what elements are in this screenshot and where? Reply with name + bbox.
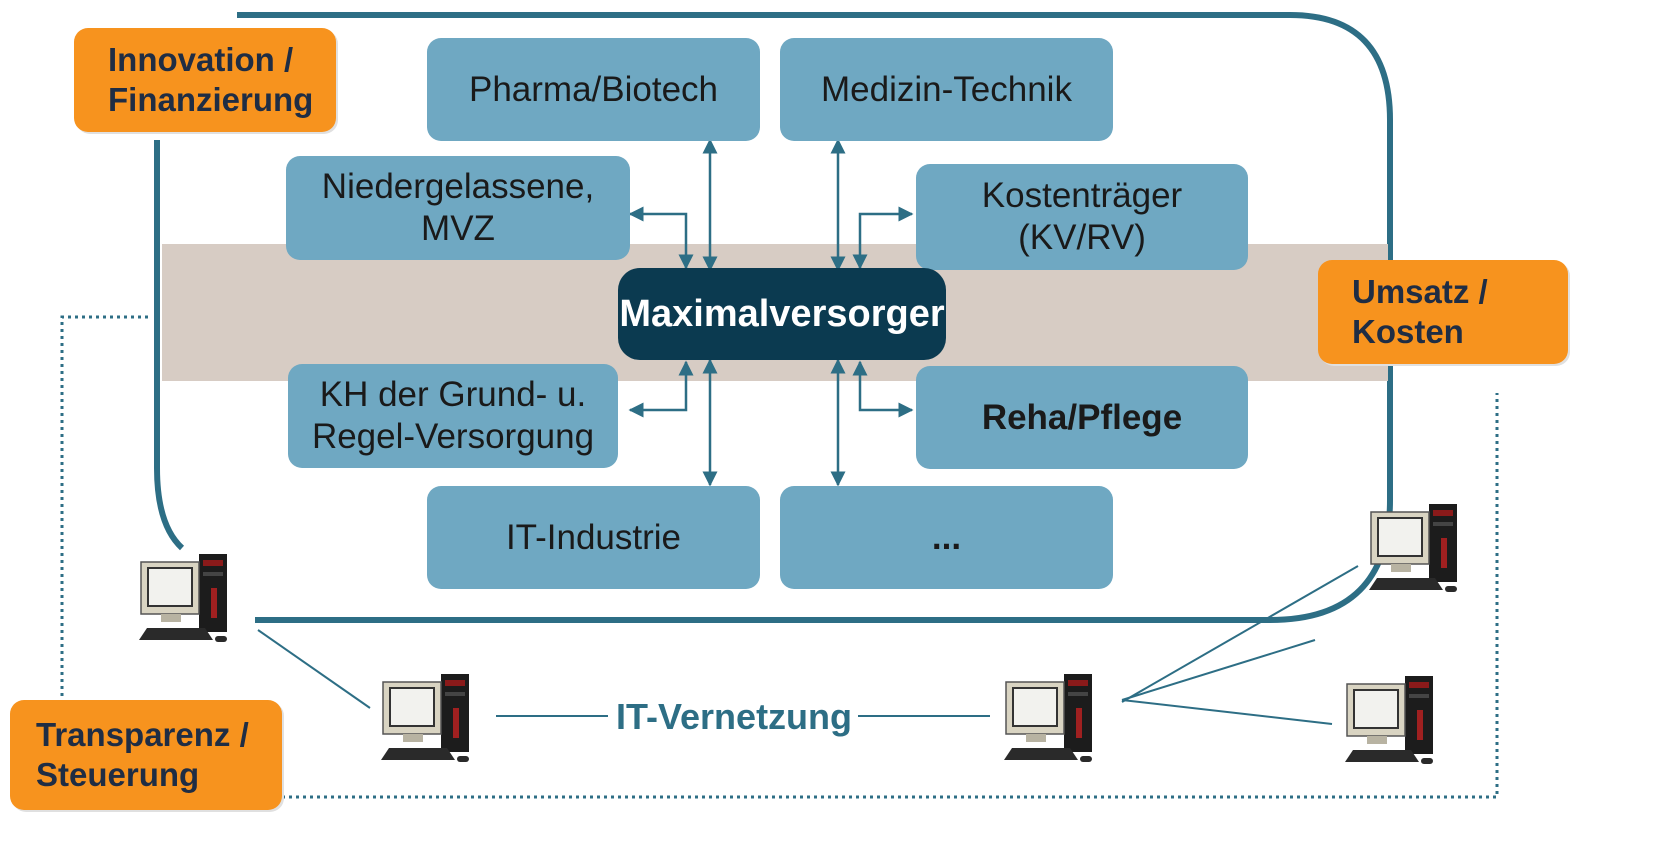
computer-icon — [1002, 672, 1094, 764]
connectors — [628, 138, 914, 487]
node-reha-pflege: Reha/Pflege — [916, 366, 1248, 469]
node-niedergelassene: Niedergelassene, MVZ — [286, 156, 630, 260]
node-kh-grund-regel: KH der Grund- u. Regel-Versorgung — [288, 364, 618, 468]
node-it-industrie: IT-Industrie — [427, 486, 760, 589]
computer-icon — [1367, 502, 1459, 594]
computer-icon — [1343, 674, 1435, 766]
tag-umsatz-kosten: Umsatz / Kosten — [1318, 260, 1568, 364]
node-more: ... — [780, 486, 1113, 589]
ecosystem-frame-left — [154, 140, 185, 551]
computer-icon — [379, 672, 471, 764]
node-pharma-biotech: Pharma/Biotech — [427, 38, 760, 141]
tag-transparenz-steuerung: Transparenz / Steuerung — [10, 700, 282, 810]
node-medizin-technik: Medizin-Technik — [780, 38, 1113, 141]
network-lines — [257, 565, 1359, 725]
hub-maximalversorger: Maximalversorger — [618, 268, 946, 360]
it-vernetzung-label: IT-Vernetzung — [616, 696, 853, 737]
computer-icon — [137, 552, 229, 644]
ecosystem-frame — [237, 12, 1393, 623]
tag-innovation-finanzierung: Innovation / Finanzierung — [74, 28, 336, 132]
node-kostentraeger: Kostenträger (KV/RV) — [916, 164, 1248, 270]
dotted-frame-left — [60, 315, 1499, 799]
